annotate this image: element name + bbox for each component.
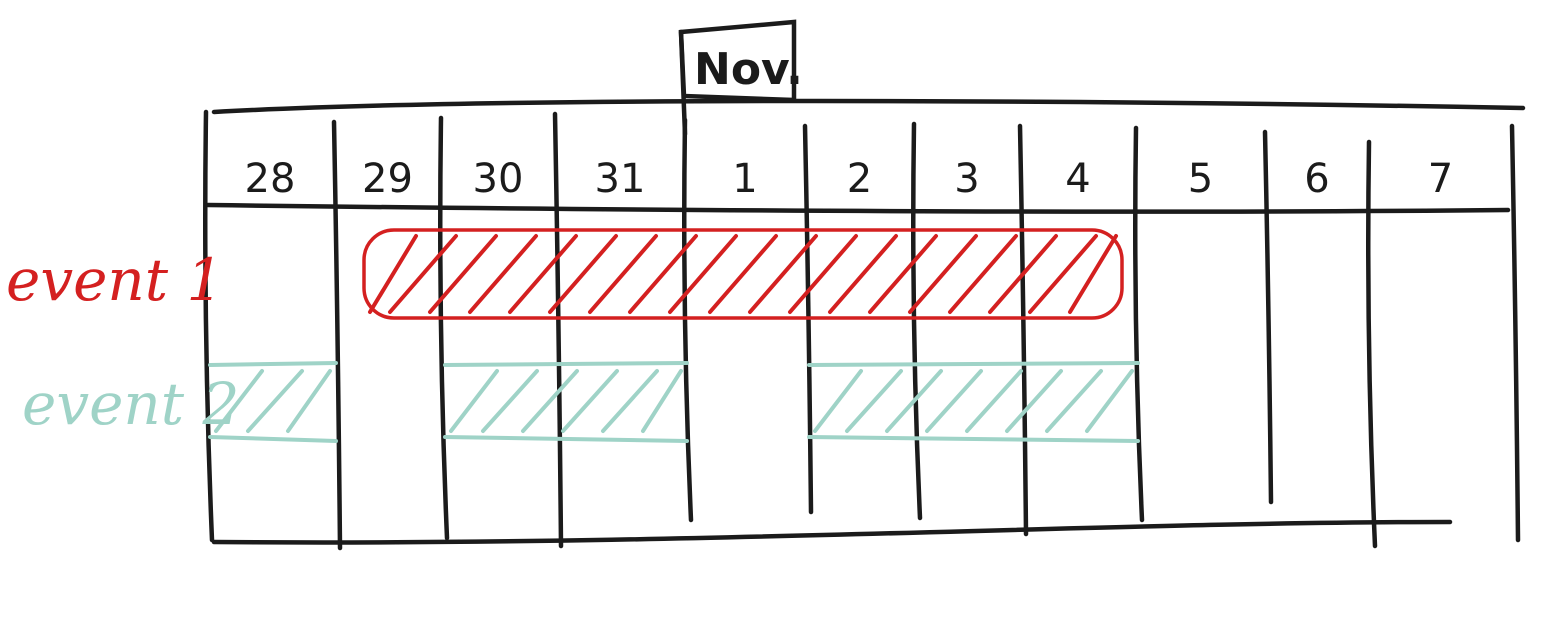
hatch-stroke xyxy=(521,369,579,433)
hatch-stroke xyxy=(641,369,683,433)
hatch-stroke xyxy=(561,369,619,433)
hatch-stroke xyxy=(601,369,659,433)
hatch-stroke xyxy=(286,369,332,433)
hatch-stroke xyxy=(813,369,863,433)
grid-bottom-line xyxy=(211,519,1453,545)
hatch-stroke xyxy=(548,234,618,314)
hatch-stroke xyxy=(1005,369,1063,433)
column-line xyxy=(438,115,450,541)
hatch-stroke xyxy=(449,369,499,433)
day-labels: 28 29 30 31 1 2 3 4 5 6 7 xyxy=(245,156,1454,202)
hatch-stroke xyxy=(428,234,498,314)
hatch-stroke xyxy=(214,369,264,433)
hatch-stroke xyxy=(845,369,903,433)
hatch-stroke xyxy=(508,234,578,314)
hatch-stroke xyxy=(1028,234,1098,314)
day-label: 3 xyxy=(954,156,979,202)
grid-top-line xyxy=(211,98,1526,115)
hatch-stroke xyxy=(965,369,1023,433)
month-tab: Nov. xyxy=(678,19,803,137)
event-1-bar xyxy=(362,228,1124,320)
event-labels: event 1 event 2 xyxy=(6,246,239,438)
calendar-grid xyxy=(203,98,1526,551)
column-line xyxy=(682,117,694,523)
hatch-stroke xyxy=(481,369,539,433)
event-1-label: event 1 xyxy=(6,246,223,314)
hatch-stroke xyxy=(1068,234,1118,314)
hatch-stroke xyxy=(868,234,938,314)
hatch-stroke xyxy=(246,369,304,433)
hatch-stroke xyxy=(908,234,978,314)
hatch-stroke xyxy=(708,234,778,314)
event-2-edge-top xyxy=(208,361,338,367)
day-label: 30 xyxy=(473,156,524,202)
day-label: 31 xyxy=(595,156,646,202)
event-2-bar xyxy=(208,361,338,443)
day-label: 29 xyxy=(362,156,413,202)
column-line xyxy=(203,109,215,543)
hatch-stroke xyxy=(468,234,538,314)
column-line xyxy=(1509,123,1521,543)
day-label: 28 xyxy=(245,156,296,202)
column-line xyxy=(552,111,564,549)
hatch-stroke xyxy=(988,234,1058,314)
hatch-stroke xyxy=(748,234,818,314)
hatch-stroke xyxy=(788,234,858,314)
hatch-stroke xyxy=(368,234,418,314)
event-2-edge-bottom xyxy=(208,435,338,443)
event-2-edge-top xyxy=(807,361,1140,367)
hatch-stroke xyxy=(925,369,983,433)
hatch-stroke xyxy=(628,234,698,314)
day-label: 5 xyxy=(1188,156,1213,202)
column-line xyxy=(911,121,923,521)
event-2-edge-bottom xyxy=(443,435,689,443)
grid-header-line xyxy=(205,202,1511,214)
event-2-bar xyxy=(443,361,689,443)
column-line xyxy=(331,119,343,551)
column-lines xyxy=(203,109,1521,551)
hatch-stroke xyxy=(668,234,738,314)
event-bars xyxy=(208,228,1140,443)
day-label: 1 xyxy=(732,156,757,202)
hatch-stroke xyxy=(828,234,898,314)
column-line xyxy=(1262,129,1274,505)
day-label: 4 xyxy=(1065,156,1090,202)
column-line xyxy=(1366,139,1378,549)
month-label: Nov. xyxy=(694,44,803,95)
event-2-bar xyxy=(807,361,1140,443)
hatch-stroke xyxy=(1045,369,1103,433)
day-label: 2 xyxy=(847,156,872,202)
hatch-stroke xyxy=(388,234,458,314)
hatch-stroke xyxy=(1085,369,1134,433)
hatch-stroke xyxy=(948,234,1018,314)
hatch-stroke xyxy=(588,234,658,314)
day-label: 7 xyxy=(1428,156,1453,202)
column-line xyxy=(1133,125,1145,523)
event-1-outline xyxy=(362,228,1124,320)
event-2-label: event 2 xyxy=(22,370,239,438)
event-2-edge-top xyxy=(443,361,689,367)
day-label: 6 xyxy=(1304,156,1329,202)
event-2-edge-bottom xyxy=(807,435,1140,443)
hatch-stroke xyxy=(885,369,943,433)
column-line xyxy=(1017,123,1029,537)
month-divider-line xyxy=(678,29,688,137)
